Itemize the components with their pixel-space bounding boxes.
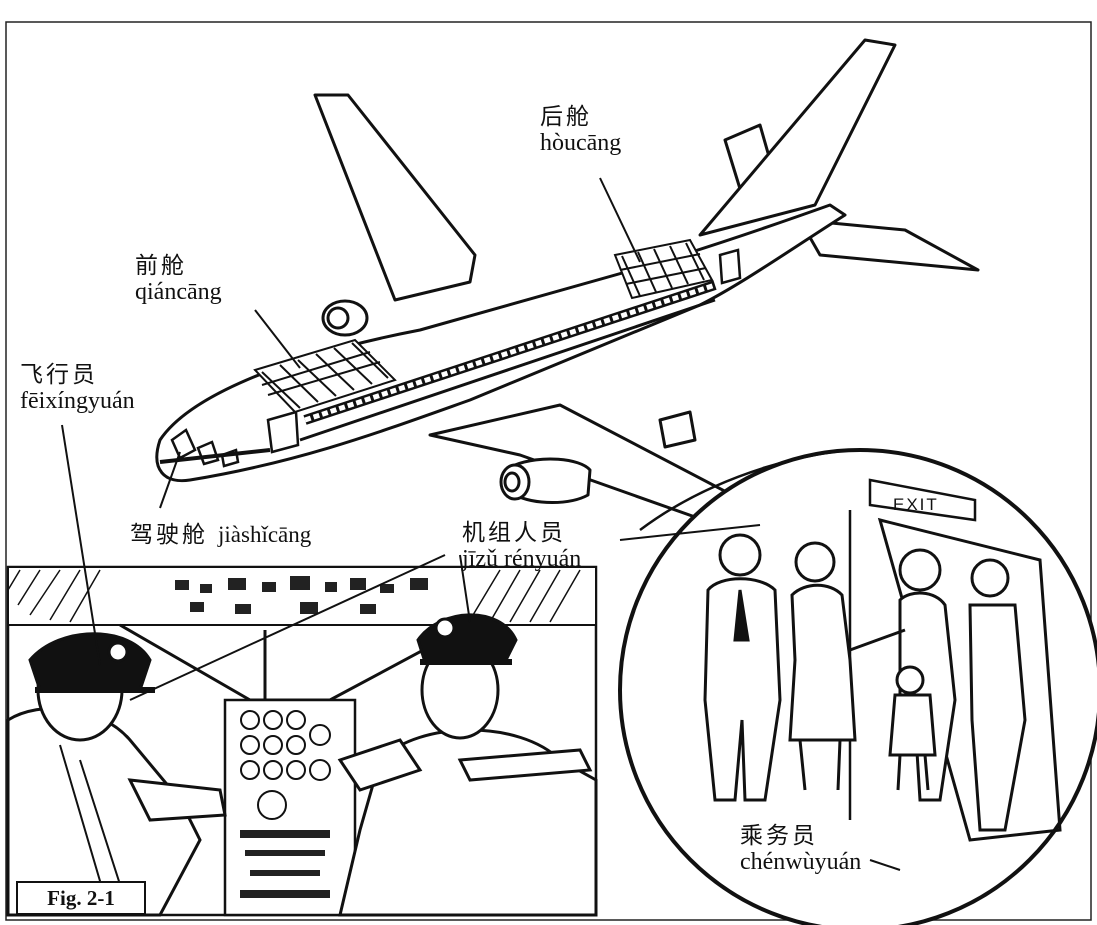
overhead-switches xyxy=(175,576,428,614)
label-flight-attendant-pinyin: chénwùyuán xyxy=(740,849,862,876)
window-strip xyxy=(299,280,717,442)
label-cockpit: 驾驶舱 jiàshǐcāng xyxy=(130,522,311,548)
label-pilot-zh: 飞行员 xyxy=(20,362,98,388)
label-cockpit-pinyin: jiàshǐcāng xyxy=(218,522,312,547)
label-rear-cabin-pinyin: hòucāng xyxy=(540,130,622,157)
label-crew-pinyin: jīzǔ rényuán xyxy=(462,546,582,573)
pointer-circle xyxy=(619,524,761,541)
label-front-cabin-pinyin: qiáncāng xyxy=(135,279,222,306)
rear-door xyxy=(718,248,742,285)
label-crew-zh: 机组人员 xyxy=(462,520,566,546)
outer-border xyxy=(5,21,1092,921)
lower-engine xyxy=(513,457,592,504)
pointer-cockpit xyxy=(159,451,181,509)
pointer-crew-2 xyxy=(459,554,471,623)
pointer-front-cabin xyxy=(254,309,301,369)
left-pilot xyxy=(6,632,227,917)
pointer-pilot xyxy=(61,424,101,666)
pointer-attendant xyxy=(869,859,901,871)
label-pilot: 飞行员 fēixíngyuán xyxy=(20,362,135,416)
label-front-cabin-zh: 前舱 xyxy=(135,253,187,279)
pointer-crew-1 xyxy=(129,554,446,701)
pointer-rear-cabin xyxy=(599,177,641,263)
standing-man xyxy=(703,533,782,802)
label-front-cabin: 前舱 qiáncāng xyxy=(135,253,222,307)
pilot-at-door xyxy=(968,558,1027,832)
label-rear-cabin-zh: 后舱 xyxy=(540,104,592,130)
front-cabin-cutaway xyxy=(253,338,397,414)
cabin-scene xyxy=(618,448,1097,925)
label-crew: 机组人员 jīzǔ rényuán xyxy=(462,520,581,574)
overhead-hatching xyxy=(7,569,581,623)
label-rear-cabin: 后舱 hòucāng xyxy=(540,104,621,158)
label-cockpit-zh: 驾驶舱 xyxy=(130,522,208,548)
label-flight-attendant-zh: 乘务员 xyxy=(740,823,818,849)
right-pilot xyxy=(337,613,598,917)
label-pilot-pinyin: fēixíngyuán xyxy=(20,388,135,415)
cockpit-scene xyxy=(6,565,598,917)
upper-wing xyxy=(313,93,477,302)
exit-sign: EXIT xyxy=(893,495,939,514)
flight-attendant xyxy=(788,541,857,791)
figure-caption: Fig. 2-1 xyxy=(16,881,146,915)
rear-cabin-cutaway xyxy=(613,238,714,300)
instrument-gauges xyxy=(240,710,331,820)
pointer-lines xyxy=(61,177,901,871)
label-flight-attendant: 乘务员 chénwùyuán xyxy=(740,823,861,877)
cockpit-windows xyxy=(159,428,271,468)
horizontal-stabilizer xyxy=(798,218,980,272)
front-door xyxy=(266,410,300,454)
child xyxy=(888,665,937,791)
vertical-fin xyxy=(698,38,897,237)
